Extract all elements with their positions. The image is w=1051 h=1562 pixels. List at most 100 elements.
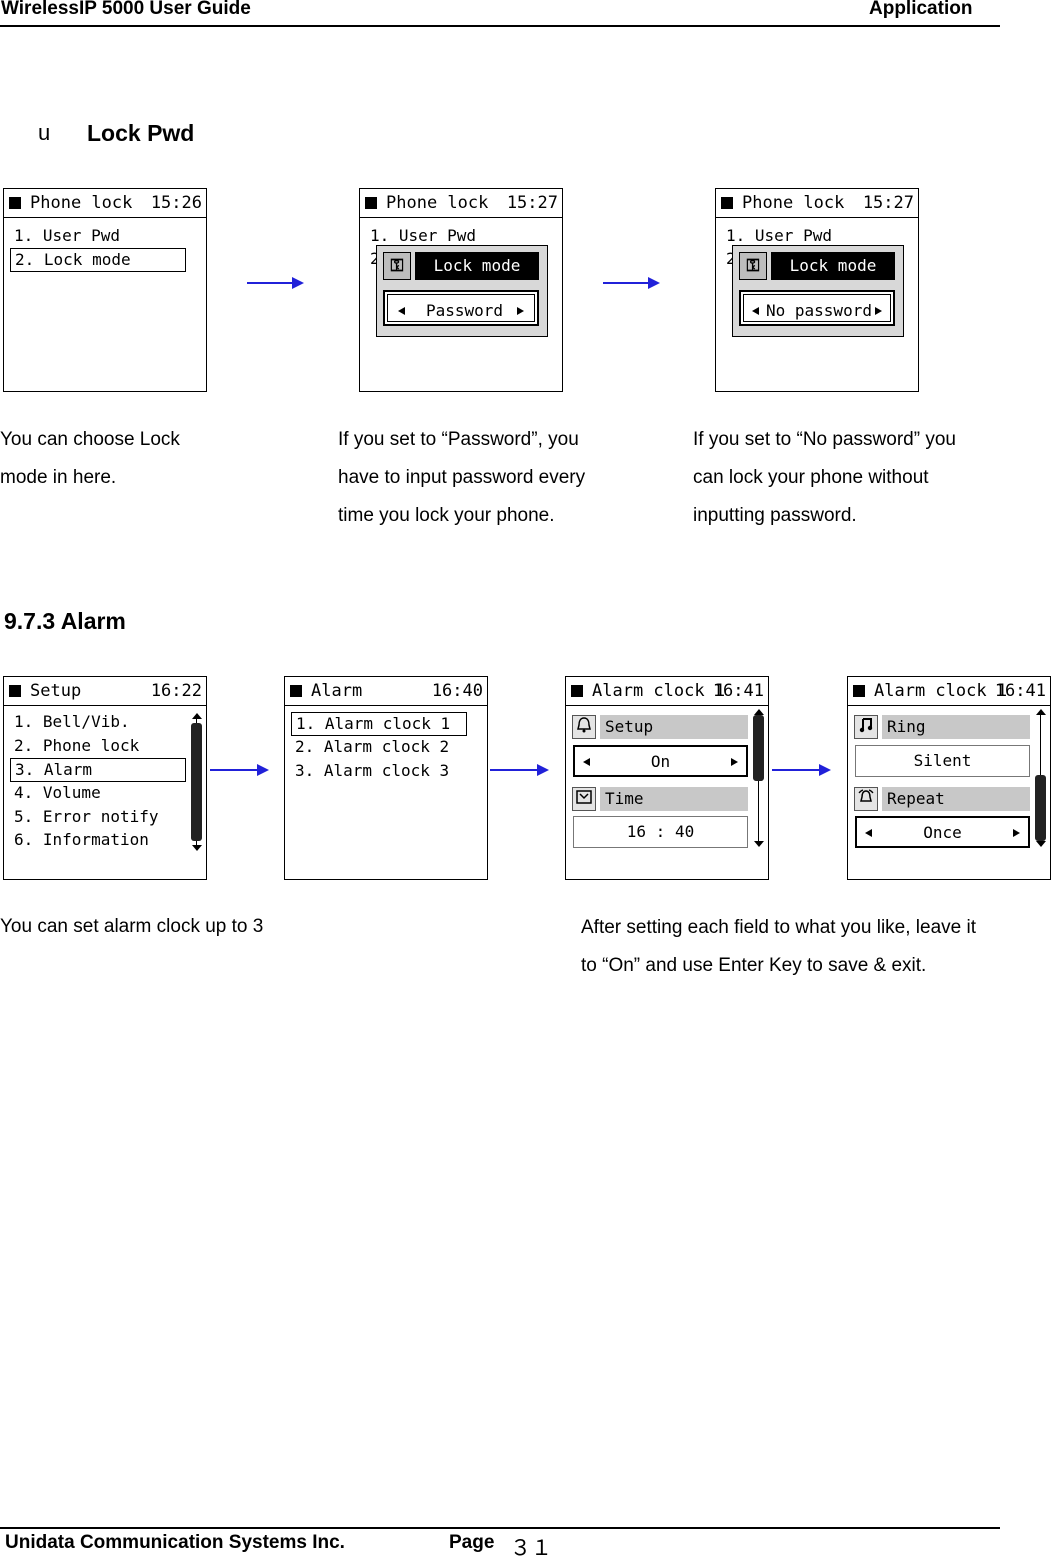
bullet-marker: u — [38, 120, 51, 145]
flow-arrow — [490, 764, 549, 776]
menu-item-alarm[interactable]: 3. Alarm — [10, 758, 186, 782]
screen-titlebar: Phone lock 15:26 — [4, 189, 206, 218]
left-arrow-icon[interactable] — [583, 758, 590, 766]
menu-item-user-pwd[interactable]: 1. User Pwd — [370, 226, 476, 245]
caption-alarm-save: After setting each field to what you lik… — [581, 917, 976, 976]
left-arrow-icon[interactable] — [752, 307, 759, 315]
screen-title: Phone lock — [742, 193, 845, 213]
ring-field[interactable]: Silent — [855, 745, 1030, 777]
flow-arrow — [210, 764, 269, 776]
lock-mode-dialog: ⚿ Lock mode Password — [376, 245, 548, 337]
screen-title: Setup — [30, 681, 82, 701]
scrollbar[interactable] — [1034, 709, 1048, 847]
screen-titlebar: Alarm clock 1 16:41 — [848, 677, 1050, 706]
menu-item-alarm-clock-1[interactable]: 1. Alarm clock 1 — [291, 712, 467, 736]
scroll-up-icon[interactable] — [192, 713, 202, 719]
menu-item-user-pwd[interactable]: 1. User Pwd — [14, 226, 120, 245]
screen-titlebar: Setup 16:22 — [4, 677, 206, 706]
scroll-thumb[interactable] — [191, 723, 202, 841]
key-icon: ⚿ — [383, 252, 411, 280]
music-note-icon — [854, 715, 878, 739]
footer-page-label: Page — [449, 1532, 495, 1553]
left-arrow-icon[interactable] — [398, 307, 405, 315]
screen-titlebar: Alarm clock 1 16:41 — [566, 677, 768, 706]
scroll-down-icon[interactable] — [1036, 841, 1046, 847]
screen-time: 15:27 — [506, 193, 558, 213]
right-arrow-icon[interactable] — [875, 307, 882, 315]
header-rule — [0, 25, 1000, 27]
alarm-clock-setup-screen: Alarm clock 1 16:41 Setup On Time 16 : 4… — [565, 676, 769, 880]
menu-item-volume[interactable]: 4. Volume — [14, 783, 101, 802]
screen-titlebar: Alarm 16:40 — [285, 677, 487, 706]
scroll-down-icon[interactable] — [754, 841, 764, 847]
title-square-icon — [365, 197, 377, 209]
menu-item-partial: 2 — [726, 249, 736, 268]
flow-arrow — [603, 277, 660, 289]
header-section: Application — [869, 0, 973, 19]
scrollbar[interactable] — [752, 709, 766, 847]
right-arrow-icon[interactable] — [517, 307, 524, 315]
menu-item-alarm-clock-3[interactable]: 3. Alarm clock 3 — [295, 761, 450, 780]
scroll-down-icon[interactable] — [192, 845, 202, 851]
flow-arrow — [247, 277, 304, 289]
screen-title: Phone lock — [30, 193, 133, 213]
screen-time: 15:26 — [150, 193, 202, 213]
time-field[interactable]: 16 : 40 — [573, 816, 748, 848]
repeat-selector[interactable]: Once — [855, 816, 1030, 848]
ring-label: Ring — [882, 715, 1030, 739]
scroll-up-icon[interactable] — [1036, 709, 1046, 715]
menu-item-error-notify[interactable]: 5. Error notify — [14, 807, 159, 826]
menu-item-user-pwd[interactable]: 1. User Pwd — [726, 226, 832, 245]
screen-time: 16:22 — [150, 681, 202, 701]
screen-time: 16:41 — [712, 681, 764, 701]
time-label: Time — [600, 787, 748, 811]
title-square-icon — [853, 685, 865, 697]
caption-alarm-count: You can set alarm clock up to 3 — [0, 916, 264, 937]
scroll-up-icon[interactable] — [754, 709, 764, 715]
caption-lock-mode: You can choose Lock mode in here. — [0, 429, 180, 488]
lock-mode-value: Password — [426, 301, 504, 320]
footer-page-number: ３１ — [510, 1536, 552, 1560]
left-arrow-icon[interactable] — [865, 829, 872, 837]
right-arrow-icon[interactable] — [1013, 829, 1020, 837]
caption-no-password: If you set to “No password” you can lock… — [693, 429, 956, 526]
lock-mode-value: No password — [766, 301, 872, 320]
scroll-thumb[interactable] — [753, 715, 764, 781]
menu-item-phone-lock[interactable]: 2. Phone lock — [14, 736, 140, 755]
footer-company: Unidata Communication Systems Inc. — [5, 1532, 345, 1553]
screen-title: Alarm clock 1 — [874, 681, 1008, 701]
menu-item-alarm-clock-2[interactable]: 2. Alarm clock 2 — [295, 737, 450, 756]
title-square-icon — [9, 685, 21, 697]
phone-lock-screen-1: Phone lock 15:26 1. User Pwd 2. Lock mod… — [3, 188, 207, 392]
lock-pwd-heading: Lock Pwd — [87, 120, 195, 146]
header-title: WirelessIP 5000 User Guide — [1, 0, 251, 19]
lock-mode-selector[interactable]: Password — [383, 290, 539, 326]
title-square-icon — [721, 197, 733, 209]
caption-password: If you set to “Password”, you have to in… — [338, 429, 586, 526]
clock-icon — [572, 787, 596, 811]
title-square-icon — [9, 197, 21, 209]
menu-item-lock-mode[interactable]: 2. Lock mode — [10, 248, 186, 272]
alarm-clock-ring-screen: Alarm clock 1 16:41 Ring Silent Repeat O… — [847, 676, 1051, 880]
ring-value: Silent — [913, 751, 972, 770]
scroll-thumb[interactable] — [1035, 775, 1046, 841]
scrollbar[interactable] — [190, 713, 204, 851]
right-arrow-icon[interactable] — [731, 758, 738, 766]
repeat-bell-icon — [854, 787, 878, 811]
setup-selector[interactable]: On — [573, 745, 748, 777]
lock-mode-selector[interactable]: No password — [739, 290, 895, 326]
phone-lock-screen-3: Phone lock 15:27 1. User Pwd 2 ⚿ Lock mo… — [715, 188, 919, 392]
lock-mode-dialog: ⚿ Lock mode No password — [732, 245, 904, 337]
alarm-list-screen: Alarm 16:40 1. Alarm clock 1 2. Alarm cl… — [284, 676, 488, 880]
screen-titlebar: Phone lock 15:27 — [360, 189, 562, 218]
dialog-title: Lock mode — [771, 252, 895, 280]
menu-item-information[interactable]: 6. Information — [14, 830, 149, 849]
screen-title: Alarm — [311, 681, 363, 701]
setup-menu-screen: Setup 16:22 1. Bell/Vib. 2. Phone lock 3… — [3, 676, 207, 880]
setup-value: On — [650, 752, 671, 771]
alarm-section-heading: 9.7.3 Alarm — [4, 608, 126, 634]
screen-titlebar: Phone lock 15:27 — [716, 189, 918, 218]
phone-lock-screen-2: Phone lock 15:27 1. User Pwd 2 ⚿ Lock mo… — [359, 188, 563, 392]
repeat-label: Repeat — [882, 787, 1030, 811]
menu-item-bell-vib[interactable]: 1. Bell/Vib. — [14, 712, 130, 731]
